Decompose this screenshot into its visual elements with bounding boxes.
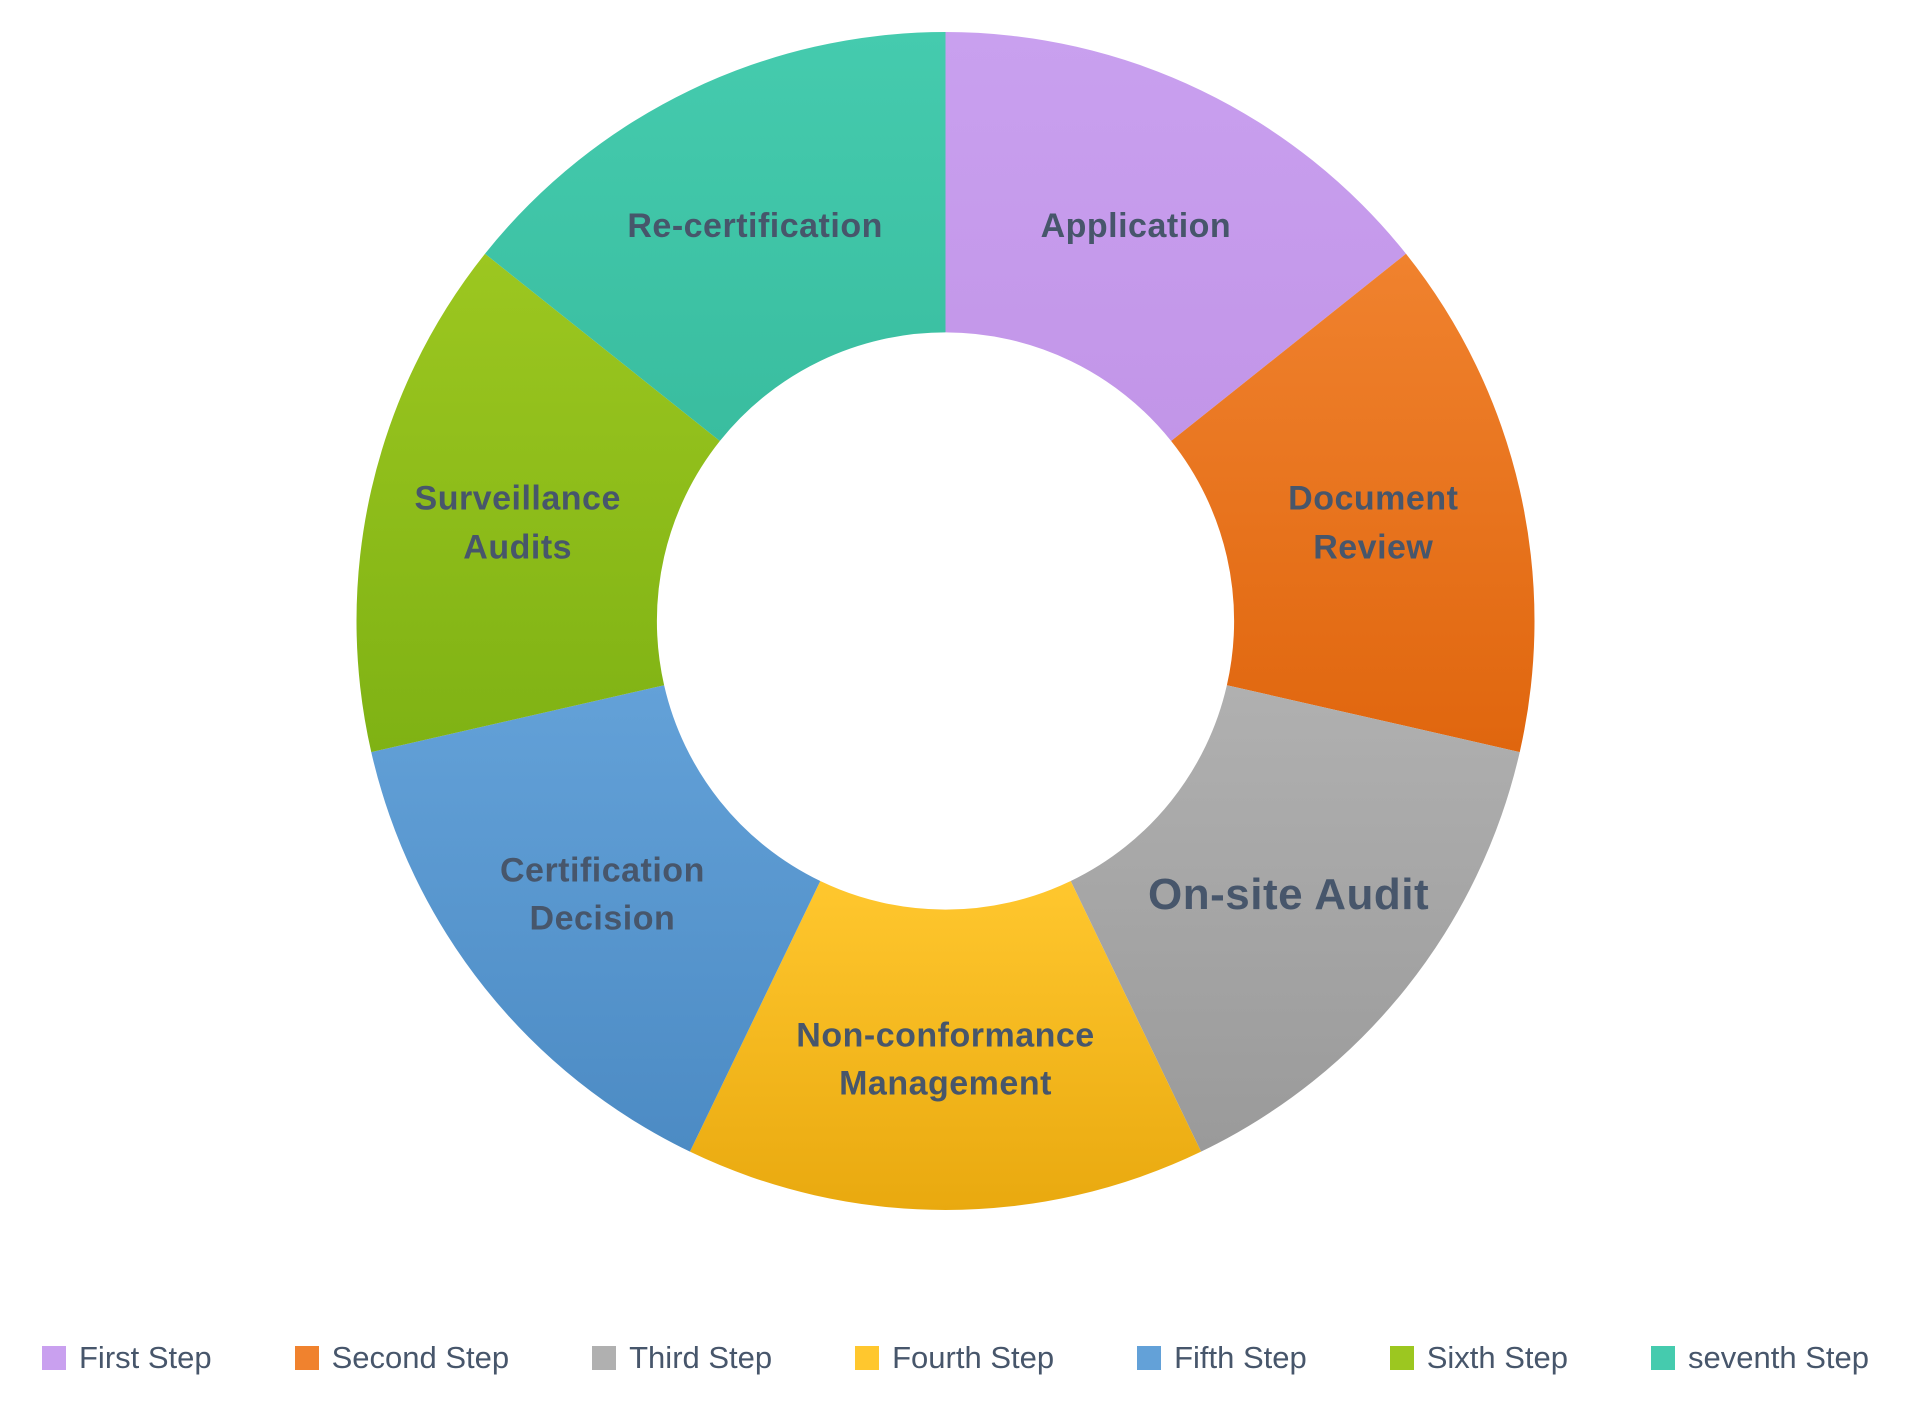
legend-swatch-third-step: [592, 1346, 617, 1370]
slice-label-certification-decision: Certification Decision: [499, 851, 705, 938]
legend-label-seventh-step: seventh Step: [1688, 1340, 1869, 1375]
legend-item-second-step: Second Step: [294, 1340, 510, 1376]
slice-on-site-audit: [1070, 685, 1520, 1152]
legend-item-sixth-step: Sixth Step: [1389, 1340, 1569, 1376]
slice-re-certification: [485, 32, 946, 442]
legend-item-first-step: First Step: [42, 1340, 212, 1376]
slice-label-surveillance-audits: Surveillance Audits: [414, 480, 621, 567]
slice-non-conformance-management: [689, 881, 1202, 1210]
legend-swatch-seventh-step: [1651, 1346, 1675, 1370]
slice-document-review: [1171, 253, 1535, 753]
legend-swatch-second-step: [294, 1346, 319, 1370]
slice-application: [945, 32, 1406, 442]
slice-label-re-certification: Re-certification: [627, 206, 883, 245]
slice-label-application: Application: [1040, 206, 1232, 245]
legend-item-third-step: Third Step: [592, 1340, 772, 1376]
slice-label-non-conformance-management: Non-conformance Management: [796, 1016, 1095, 1103]
slice-label-on-site-audit: On-site Audit: [1148, 869, 1430, 919]
slice-certification-decision: [371, 685, 821, 1152]
legend-label-sixth-step: Sixth Step: [1426, 1340, 1569, 1375]
legend-item-fourth-step: Fourth Step: [855, 1340, 1054, 1376]
legend-label-first-step: First Step: [79, 1340, 212, 1375]
legend-swatch-fourth-step: [855, 1346, 880, 1370]
donut-slices: [356, 32, 1535, 1210]
legend-swatch-sixth-step: [1389, 1346, 1414, 1370]
legend-label-fifth-step: Fifth Step: [1174, 1340, 1307, 1375]
legend-label-third-step: Third Step: [629, 1340, 773, 1375]
legend-label-fourth-step: Fourth Step: [892, 1340, 1055, 1375]
legend-item-seventh-step: seventh Step: [1651, 1340, 1869, 1376]
legend-label-second-step: Second Step: [331, 1340, 510, 1375]
slice-label-document-review: Document Review: [1288, 480, 1459, 567]
legend-swatch-fifth-step: [1137, 1346, 1162, 1370]
legend-swatch-first-step: [42, 1346, 66, 1370]
chart-legend: First Step Second Step Third Step Fourth St…: [42, 1326, 1869, 1390]
legend-item-fifth-step: Fifth Step: [1137, 1340, 1307, 1376]
slice-surveillance-audits: [356, 253, 720, 753]
